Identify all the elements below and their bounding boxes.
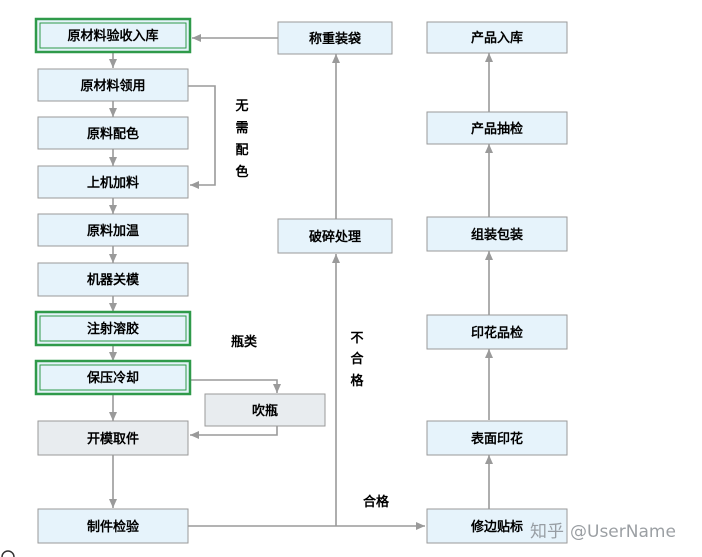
step-label: 原料配色 <box>87 126 139 142</box>
step-label: 注射溶胶 <box>87 321 139 337</box>
step-label: 印花品检 <box>471 325 523 341</box>
arrow-blow-openmold <box>190 426 278 439</box>
label-no-color-needed: 无 需 配 色 <box>234 99 248 180</box>
watermark-user: @UserName <box>570 522 676 542</box>
step-raw-material-requisition: 原材料领用 <box>37 68 189 102</box>
step-label: 开模取件 <box>87 431 139 447</box>
step-crushing: 破碎处理 <box>277 218 393 254</box>
arrow-no-color-bypass <box>188 85 216 189</box>
step-label: 机器关模 <box>87 272 140 288</box>
step-surface-printing: 表面印花 <box>426 420 568 456</box>
step-label: 组装包装 <box>471 227 523 243</box>
label-char: 不 <box>350 331 363 346</box>
corner-circle-mark <box>1 550 15 557</box>
step-label: 保压冷却 <box>86 370 139 386</box>
step-trim-label: 修边贴标 <box>426 508 568 544</box>
connectors <box>109 34 493 530</box>
step-label: 原材料领用 <box>80 78 145 94</box>
step-raw-material-receiving: 原材料验收入库 <box>34 17 192 54</box>
label-pass: 合格 <box>363 494 390 510</box>
step-label: 产品入库 <box>471 30 523 46</box>
label-char: 色 <box>235 164 248 180</box>
label-fail: 不 合 格 <box>350 331 364 389</box>
label-char: 需 <box>235 121 248 136</box>
step-label: 修边贴标 <box>470 519 523 535</box>
step-assembly-packing: 组装包装 <box>426 216 568 252</box>
step-bottle-blowing: 吹瓶 <box>204 393 326 427</box>
step-label: 制件检验 <box>87 519 140 535</box>
step-mold-closing: 机器关模 <box>37 262 189 297</box>
step-weigh-bag: 称重装袋 <box>277 21 393 55</box>
label-char: 配 <box>235 143 248 158</box>
step-label: 破碎处理 <box>309 229 361 245</box>
step-color-mixing: 原料配色 <box>37 116 189 150</box>
step-hold-cool: 保压冷却 <box>34 359 192 396</box>
step-print-inspection: 印花品检 <box>426 314 568 350</box>
step-label: 称重装袋 <box>309 31 362 47</box>
step-label: 表面印花 <box>470 431 523 447</box>
step-label: 上机加料 <box>87 175 139 191</box>
label-char: 合 <box>350 351 364 367</box>
arrow-cool-blow <box>188 379 281 393</box>
step-label: 原材料验收入库 <box>67 28 158 44</box>
step-product-sampling: 产品抽检 <box>426 111 568 145</box>
step-label: 吹瓶 <box>252 403 278 419</box>
step-machine-feeding: 上机加料 <box>37 165 189 199</box>
label-bottles: 瓶类 <box>231 334 258 350</box>
watermark: 知乎 @UserName <box>530 522 676 542</box>
step-product-storage: 产品入库 <box>426 21 568 54</box>
step-injection-melt: 注射溶胶 <box>34 310 192 347</box>
label-char: 格 <box>350 373 364 389</box>
step-material-heating: 原料加温 <box>37 213 189 247</box>
step-label: 原料加温 <box>87 223 139 239</box>
step-mold-open-eject: 开模取件 <box>37 420 189 456</box>
step-label: 产品抽检 <box>471 121 523 137</box>
step-part-inspection: 制件检验 <box>37 508 189 544</box>
label-char: 无 <box>234 99 248 114</box>
watermark-brand: 知乎 <box>530 522 564 542</box>
